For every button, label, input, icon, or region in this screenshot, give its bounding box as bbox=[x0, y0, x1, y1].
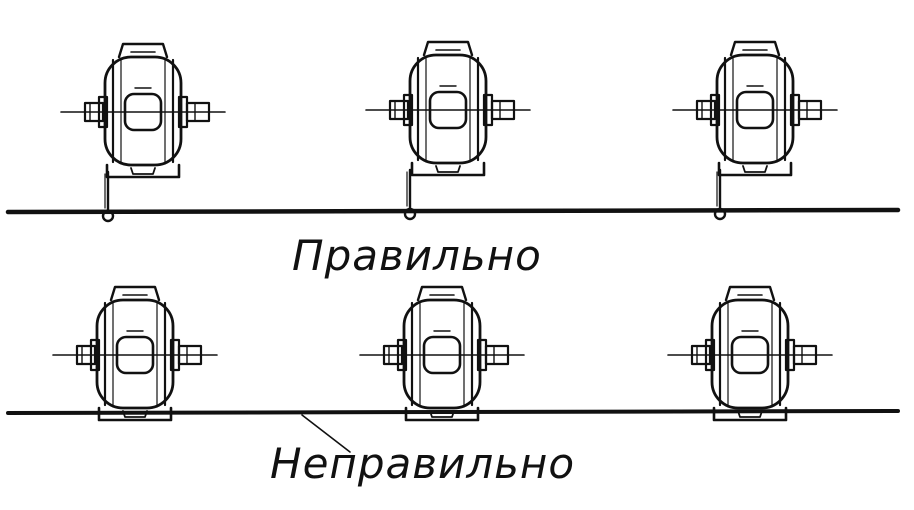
motor-correct-2 bbox=[364, 40, 532, 177]
row-incorrect: Неправильно bbox=[6, 285, 900, 488]
row-correct: Правильно bbox=[5, 40, 901, 280]
ground-bus-correct bbox=[5, 207, 901, 215]
leader-line bbox=[301, 414, 351, 453]
label-incorrect: Неправильно bbox=[270, 439, 575, 488]
motor-correct-1 bbox=[59, 42, 227, 179]
motor-incorrect-2 bbox=[358, 285, 526, 422]
motor-incorrect-1 bbox=[51, 285, 219, 422]
motor-incorrect-3 bbox=[666, 285, 834, 422]
ground-bus-incorrect bbox=[6, 409, 900, 415]
motor-correct-3 bbox=[671, 40, 839, 177]
label-correct: Правильно bbox=[292, 231, 542, 280]
